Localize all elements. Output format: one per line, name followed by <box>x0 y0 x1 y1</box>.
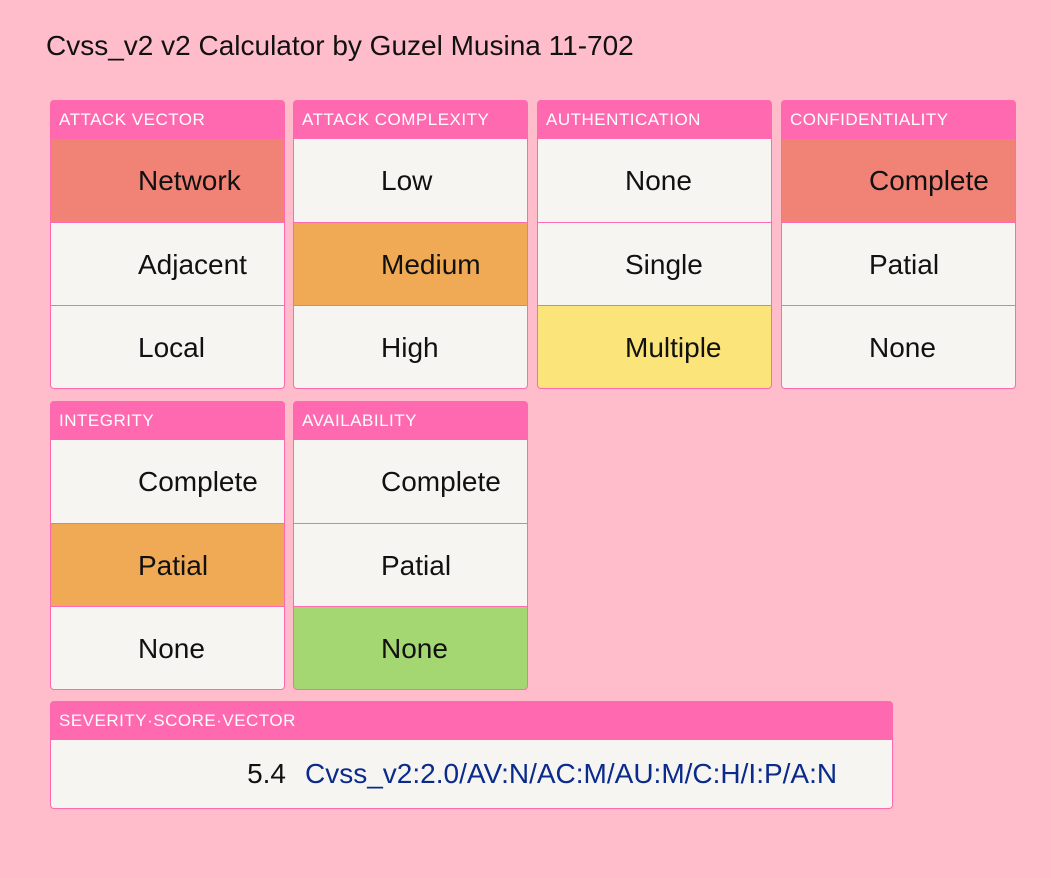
attack-vector-option-adjacent[interactable]: Adjacent <box>51 222 284 305</box>
integrity-option-partial[interactable]: Patial <box>51 523 284 606</box>
authentication-option-single[interactable]: Single <box>538 222 771 305</box>
attack-vector-option-local[interactable]: Local <box>51 305 284 388</box>
severity-score-body: 5.4 Cvss_v2:2.0/AV:N/AC:M/AU:M/C:H/I:P/A… <box>51 740 892 808</box>
availability-header: AVAILABILITY <box>294 402 527 440</box>
score-vector: Cvss_v2:2.0/AV:N/AC:M/AU:M/C:H/I:P/A:N <box>305 758 838 789</box>
attack-complexity-panel: ATTACK COMPLEXITY Low Medium High <box>293 100 528 389</box>
attack-complexity-option-high[interactable]: High <box>294 305 527 388</box>
confidentiality-option-complete[interactable]: Complete <box>782 139 1015 222</box>
severity-score-panel: SEVERITY·SCORE·VECTOR 5.4 Cvss_v2:2.0/AV… <box>50 701 893 809</box>
attack-complexity-header: ATTACK COMPLEXITY <box>294 101 527 139</box>
authentication-option-multiple[interactable]: Multiple <box>538 305 771 388</box>
attack-vector-header: ATTACK VECTOR <box>51 101 284 139</box>
attack-vector-option-network[interactable]: Network <box>51 139 284 222</box>
page-title: Cvss_v2 v2 Calculator by Guzel Musina 11… <box>46 30 634 61</box>
severity-score-header: SEVERITY·SCORE·VECTOR <box>51 702 892 740</box>
score-value: 5.4 <box>247 758 286 789</box>
authentication-header: AUTHENTICATION <box>538 101 771 139</box>
confidentiality-panel: CONFIDENTIALITY Complete Patial None <box>781 100 1016 389</box>
availability-option-complete[interactable]: Complete <box>294 440 527 523</box>
integrity-option-complete[interactable]: Complete <box>51 440 284 523</box>
integrity-panel: INTEGRITY Complete Patial None <box>50 401 285 690</box>
authentication-panel: AUTHENTICATION None Single Multiple <box>537 100 772 389</box>
availability-panel: AVAILABILITY Complete Patial None <box>293 401 528 690</box>
integrity-option-none[interactable]: None <box>51 606 284 689</box>
authentication-option-none[interactable]: None <box>538 139 771 222</box>
attack-vector-panel: ATTACK VECTOR Network Adjacent Local <box>50 100 285 389</box>
confidentiality-option-none[interactable]: None <box>782 305 1015 388</box>
attack-complexity-option-medium[interactable]: Medium <box>294 222 527 305</box>
confidentiality-header: CONFIDENTIALITY <box>782 101 1015 139</box>
integrity-header: INTEGRITY <box>51 402 284 440</box>
confidentiality-option-partial[interactable]: Patial <box>782 222 1015 305</box>
attack-complexity-option-low[interactable]: Low <box>294 139 527 222</box>
availability-option-none[interactable]: None <box>294 606 527 689</box>
availability-option-partial[interactable]: Patial <box>294 523 527 606</box>
